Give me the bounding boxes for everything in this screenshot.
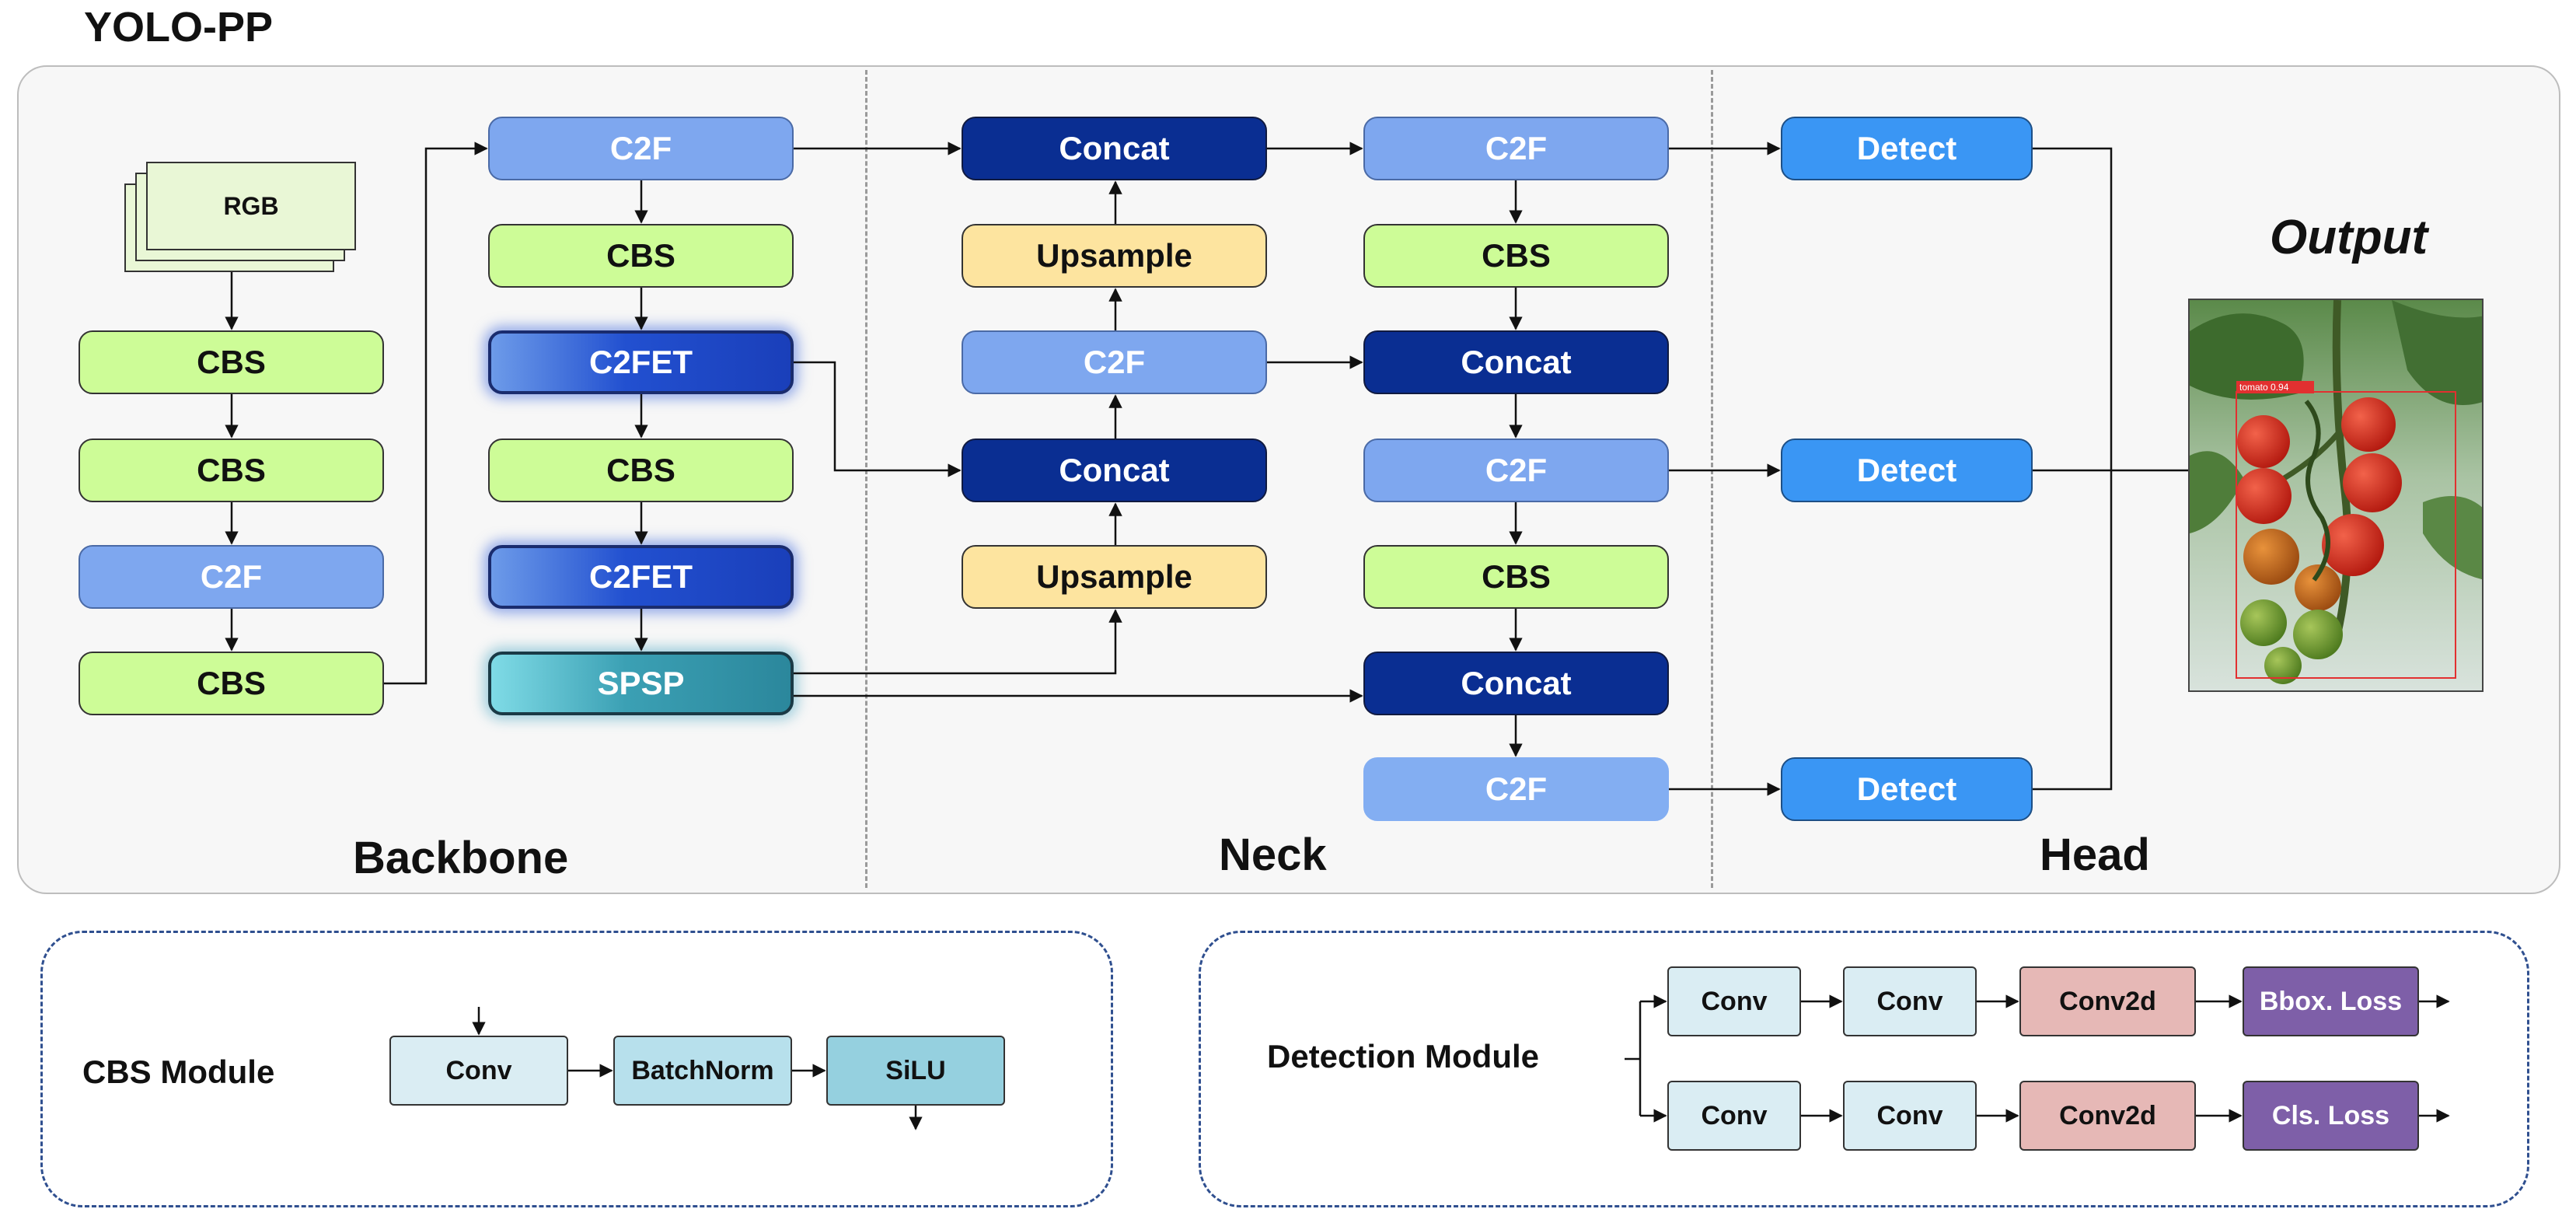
neck-concat-1: Concat [1363,330,1669,394]
backbone-c2fet-2: C2FET [488,545,794,609]
det-row1-conv2d: Conv2d [2019,966,2196,1036]
line-detect-to-output [2033,147,2113,791]
cbs-silu-block: SiLU [826,1036,1005,1106]
backbone-cbs-1: CBS [79,330,384,394]
neck-c2f-3: C2F [1363,757,1669,821]
output-label: Output [2270,211,2428,264]
backbone-cbs-2: CBS [79,439,384,502]
head-label: Head [2040,830,2150,880]
cbs-conv-block: Conv [389,1036,568,1106]
det-row2-conv-1: Conv [1667,1081,1801,1151]
det-cls-loss: Cls. Loss [2243,1081,2419,1151]
arrow-spsp-to-upsample2 [794,609,1122,675]
arrow-cbs3-to-c2f2 [384,142,488,685]
backbone-c2f-2: C2F [488,117,794,180]
backbone-spsp: SPSP [488,652,794,715]
detect-head-2: Detect [1781,439,2033,502]
cbs-module-label: CBS Module [82,1054,275,1090]
detection-module-box [1199,931,2529,1207]
neck-upsample-2: Upsample [962,545,1267,609]
neck-head-divider [1711,70,1713,888]
neck-c2f-2: C2F [1363,439,1669,502]
neck-c2f-left: C2F [962,330,1267,394]
det-row1-conv-1: Conv [1667,966,1801,1036]
detection-label: tomato 0.94 [2239,382,2289,393]
backbone-cbs-5: CBS [488,439,794,502]
backbone-c2fet-1: C2FET [488,330,794,394]
det-row2-conv2d: Conv2d [2019,1081,2196,1151]
neck-c2f-1: C2F [1363,117,1669,180]
cbs-module-box [40,931,1113,1207]
arrow-c2fet1-to-concat-mid [794,361,962,477]
detection-module-label: Detection Module [1267,1038,1540,1074]
cbs-batchnorm-block: BatchNorm [613,1036,792,1106]
diagram-title: YOLO-PP [84,4,274,51]
backbone-cbs-4: CBS [488,224,794,288]
det-bbox-loss: Bbox. Loss [2243,966,2419,1036]
output-image: tomato 0.94 [2188,299,2484,692]
backbone-neck-divider [865,70,867,888]
backbone-label: Backbone [353,833,569,883]
rgb-input: RGB [146,162,356,250]
backbone-cbs-3: CBS [79,652,384,715]
detect-head-1: Detect [1781,117,2033,180]
neck-cbs-1: CBS [1363,224,1669,288]
det-row1-conv-2: Conv [1843,966,1977,1036]
det-row2-conv-2: Conv [1843,1081,1977,1151]
neck-label: Neck [1219,830,1327,880]
neck-cbs-2: CBS [1363,545,1669,609]
architecture-panel [17,65,2560,894]
tomato-illustration: tomato 0.94 [2190,300,2482,690]
backbone-c2f-1: C2F [79,545,384,609]
neck-concat-top: Concat [962,117,1267,180]
neck-concat-2: Concat [1363,652,1669,715]
neck-upsample-1: Upsample [962,224,1267,288]
neck-concat-mid: Concat [962,439,1267,502]
detect-head-3: Detect [1781,757,2033,821]
